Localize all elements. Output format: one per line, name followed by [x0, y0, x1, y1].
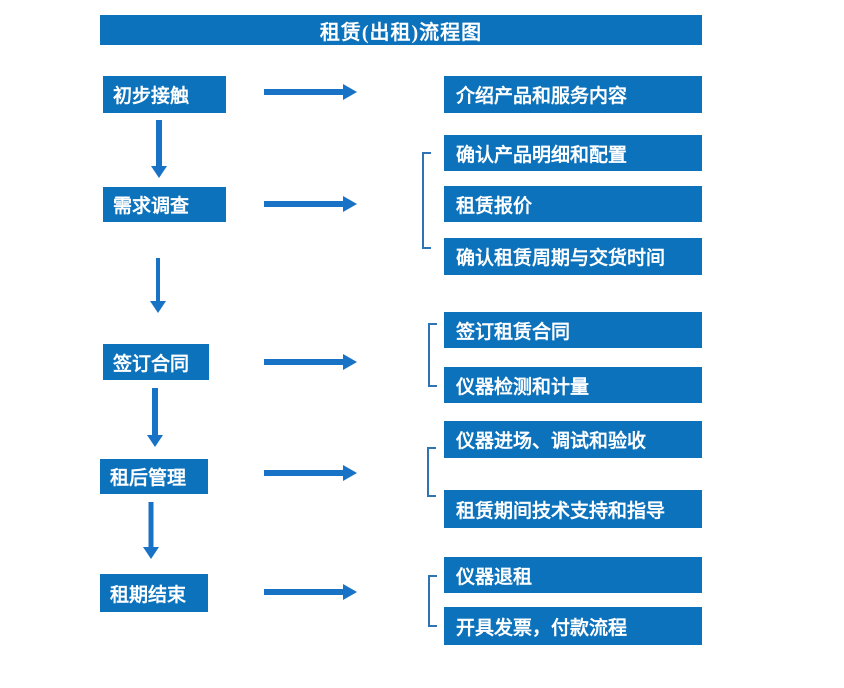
step-label: 初步接触 [113, 86, 190, 107]
arrow-right-icon [264, 465, 357, 481]
step-post-rental-management: 租后管理 [100, 459, 208, 494]
output-label: 仪器进场、调试和验收 [456, 431, 647, 452]
step-label: 需求调查 [113, 196, 190, 217]
output-label: 确认租赁周期与交货时间 [456, 248, 666, 269]
output-introduce-products-services: 介绍产品和服务内容 [444, 76, 702, 113]
group-bracket [428, 323, 437, 387]
step-initial-contact: 初步接触 [103, 76, 226, 113]
page-title-text: 租赁(出租)流程图 [319, 21, 483, 44]
group-bracket [428, 575, 437, 627]
output-label: 仪器退租 [456, 566, 533, 588]
step-lease-end: 租期结束 [100, 574, 208, 612]
output-instrument-testing-metering: 仪器检测和计量 [444, 367, 702, 403]
step-demand-survey: 需求调查 [103, 187, 226, 222]
output-label: 仪器检测和计量 [456, 376, 590, 398]
output-label: 租赁报价 [456, 195, 533, 217]
step-label: 租期结束 [110, 584, 187, 606]
page-title: 租赁(出租)流程图 [100, 15, 702, 45]
output-label: 开具发票，付款流程 [456, 617, 628, 639]
output-label: 确认产品明细和配置 [456, 144, 628, 166]
output-instrument-entry-debug-acceptance: 仪器进场、调试和验收 [444, 421, 702, 458]
output-label: 租赁期间技术支持和指导 [456, 500, 666, 522]
output-instrument-return: 仪器退租 [444, 557, 702, 593]
output-invoice-payment-process: 开具发票，付款流程 [444, 607, 702, 645]
step-sign-contract: 签订合同 [103, 344, 209, 380]
arrow-right-icon [264, 196, 357, 212]
output-label: 介绍产品和服务内容 [456, 86, 628, 107]
output-sign-rental-contract: 签订租赁合同 [444, 312, 702, 348]
output-confirm-product-details: 确认产品明细和配置 [444, 135, 702, 171]
arrow-down-icon [143, 502, 159, 559]
group-bracket [422, 152, 431, 249]
output-label: 签订租赁合同 [456, 321, 571, 343]
arrow-down-icon [147, 388, 163, 447]
group-bracket [427, 447, 436, 497]
arrow-right-icon [264, 354, 357, 370]
output-rental-quotation: 租赁报价 [444, 186, 702, 222]
arrow-right-icon [264, 584, 357, 600]
arrow-down-icon [151, 120, 167, 178]
step-label: 签订合同 [113, 353, 190, 375]
arrow-right-icon [264, 84, 357, 100]
output-tech-support-during-rental: 租赁期间技术支持和指导 [444, 490, 702, 528]
output-confirm-rental-period-delivery: 确认租赁周期与交货时间 [444, 238, 702, 275]
arrow-down-icon [150, 258, 166, 313]
step-label: 租后管理 [110, 468, 187, 489]
